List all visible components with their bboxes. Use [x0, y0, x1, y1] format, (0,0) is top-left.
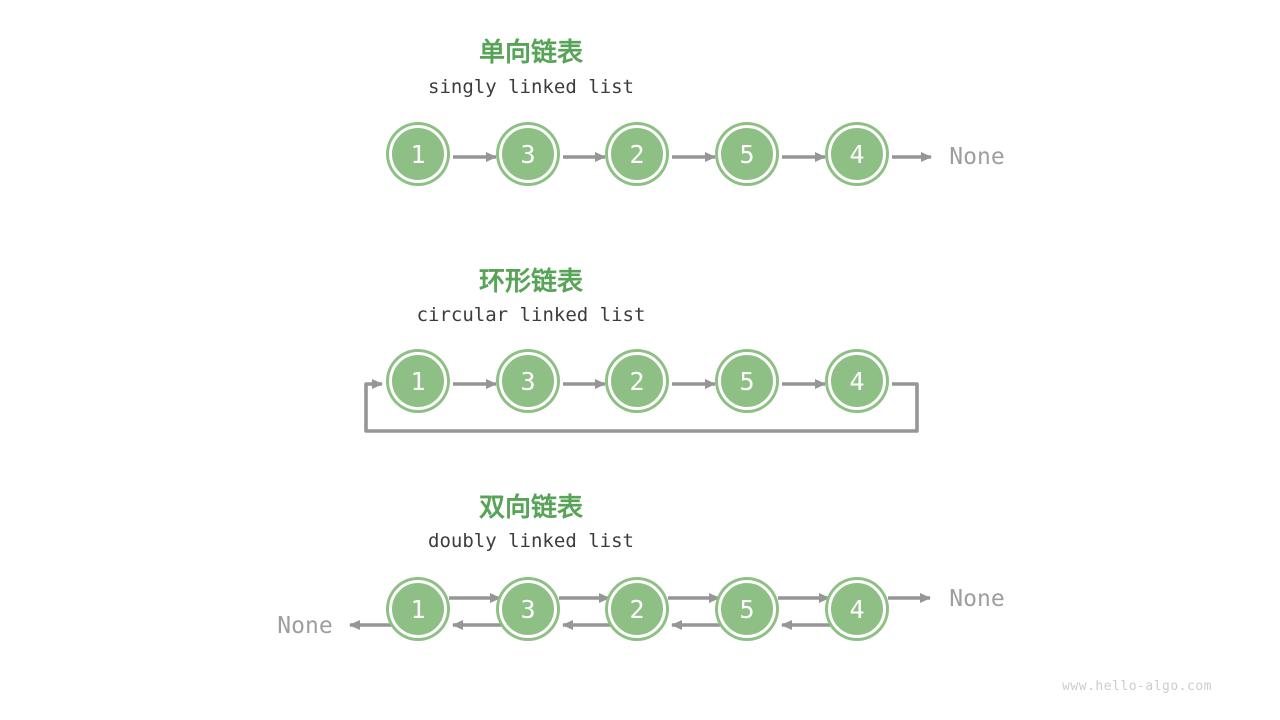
circular-title-en: circular linked list: [416, 304, 646, 326]
circular-node-4: 5: [718, 352, 776, 410]
singly-title-zh: 单向链表: [478, 37, 583, 67]
singly-node-3: 2: [608, 125, 666, 183]
doubly-node-4: 5: [718, 580, 776, 638]
circular-node-1: 1: [389, 352, 447, 410]
circular-title-zh: 环形链表: [478, 266, 583, 296]
singly-node-2: 3: [499, 125, 557, 183]
circular-arrows: [364, 379, 919, 433]
singly-node-1: 1: [389, 125, 447, 183]
doubly-tail-none-label: None: [949, 586, 1005, 612]
circular-node-5: 4: [828, 352, 886, 410]
singly-title-en: singly linked list: [428, 76, 634, 98]
doubly-head-none-label: None: [277, 613, 333, 639]
doubly-arrows: [349, 593, 931, 630]
doubly-title-zh: 双向链表: [478, 492, 583, 522]
singly-none-label: None: [949, 144, 1005, 170]
circular-node-3: 2: [608, 352, 666, 410]
singly-node-5: 4: [828, 125, 886, 183]
circular-node-2: 3: [499, 352, 557, 410]
doubly-title-en: doubly linked list: [428, 530, 634, 552]
loop-back-arrow: [364, 379, 919, 433]
doubly-node-1: 1: [389, 580, 447, 638]
watermark: www.hello-algo.com: [1062, 679, 1212, 694]
doubly-node-2: 3: [499, 580, 557, 638]
doubly-node-5: 4: [828, 580, 886, 638]
singly-node-4: 5: [718, 125, 776, 183]
doubly-node-3: 2: [608, 580, 666, 638]
